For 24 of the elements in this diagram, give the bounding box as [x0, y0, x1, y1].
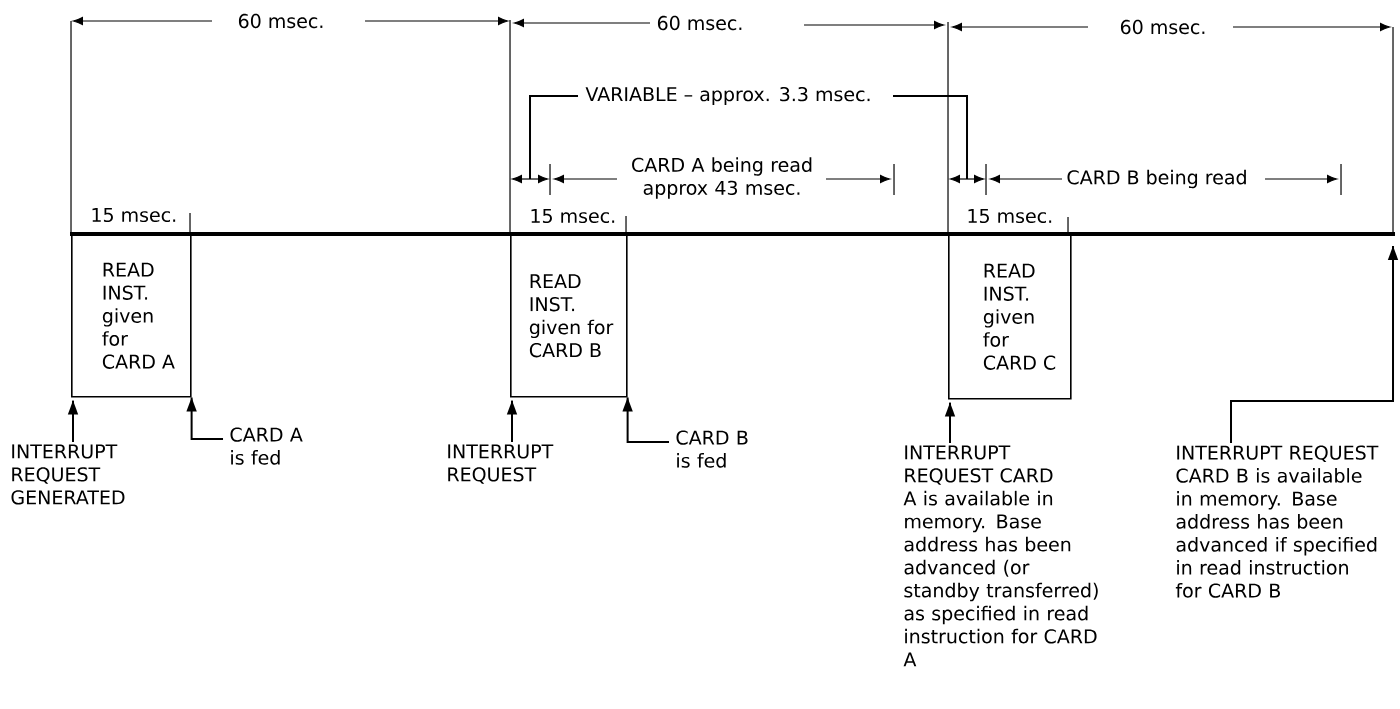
leader-arrow — [622, 396, 670, 443]
dimension-label: 60 msec. — [238, 13, 323, 29]
dimension-label: CARD A being read approx 43 msec. — [632, 157, 812, 199]
time-slot-box: READ INST. given for CARD A — [71, 234, 192, 398]
leader-arrow — [506, 399, 518, 443]
leader-arrow — [186, 396, 224, 440]
duration-label: 15 msec. — [92, 207, 176, 223]
event-note: INTERRUPT REQUEST CARD B is available in memory. Base address has been advanced if specified in read instruction for CARD B — [1175, 445, 1379, 598]
dimension-label: VARIABLE – approx. 3.3 msec. — [585, 86, 870, 106]
event-note: INTERRUPT REQUEST GENERATED — [11, 444, 125, 505]
duration-label: 15 msec. — [531, 208, 615, 224]
event-note: INTERRUPT REQUEST CARD A is available in memory. Base address has been advanced (or standby transferred) as specified in read instruction for CARD A — [903, 445, 1098, 667]
event-note: CARD B is fed — [676, 430, 748, 468]
time-slot-box: READ INST. given for CARD C — [948, 234, 1072, 400]
event-note: CARD A is fed — [230, 427, 303, 465]
leader-arrow — [944, 401, 956, 444]
dimension-label: 60 msec. — [1120, 19, 1205, 35]
dimension-label: 60 msec. — [657, 15, 742, 31]
time-slot-box: READ INST. given for CARD B — [510, 234, 628, 398]
duration-label: 15 msec. — [968, 208, 1052, 224]
dimension-label: CARD B being read — [1067, 169, 1246, 189]
event-note: INTERRUPT REQUEST — [448, 444, 554, 484]
leader-arrow — [67, 399, 79, 443]
leader-arrow — [1230, 245, 1399, 444]
